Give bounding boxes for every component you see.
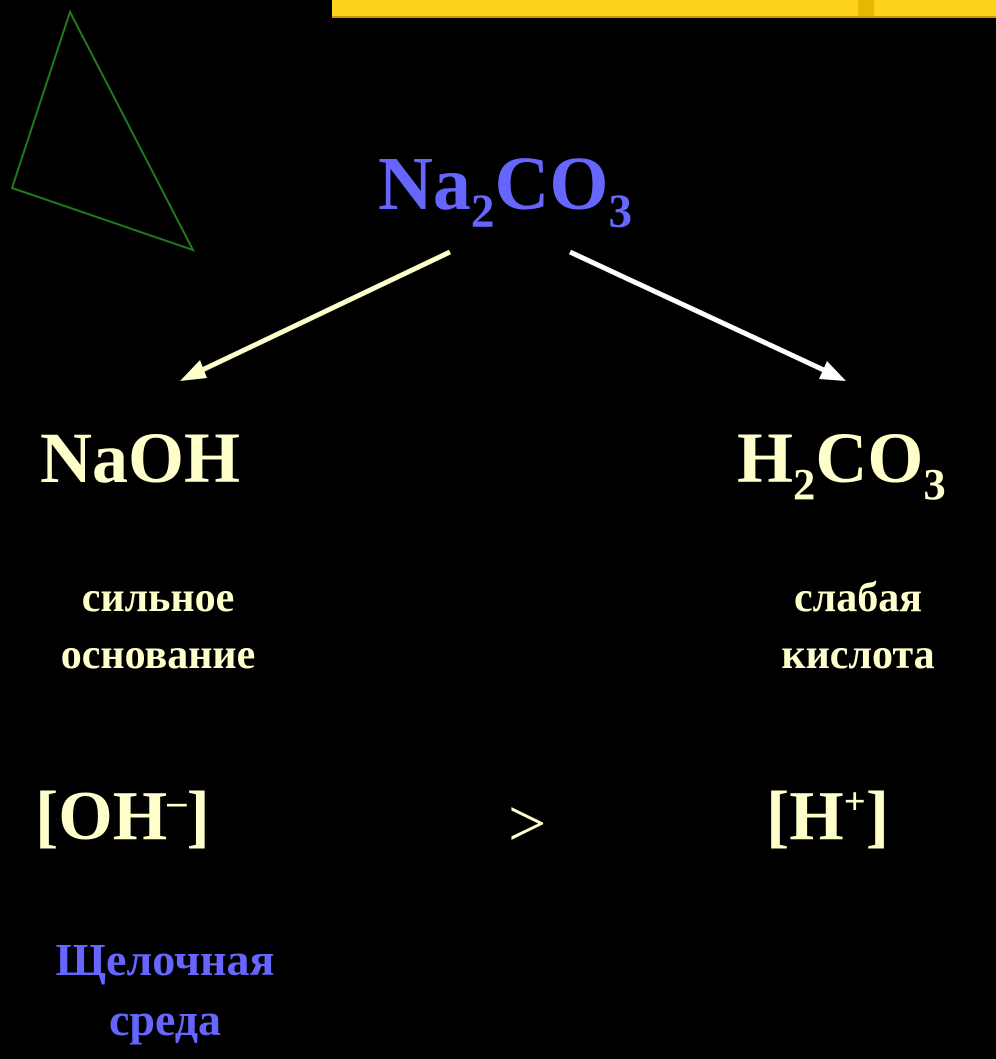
medium-result: Щелочная среда	[55, 934, 275, 1045]
acid-formula: H2CO3	[737, 418, 946, 509]
decorative-triangle	[10, 9, 196, 252]
base-formula: NaOH	[40, 418, 241, 498]
acid-description: слабая кислота	[781, 575, 935, 678]
arrow-to-base	[196, 249, 452, 375]
arrow-to-acid-head	[819, 361, 846, 381]
title-banner	[332, 0, 996, 18]
arrow-to-base-head	[180, 360, 207, 381]
salt-formula: Na2CO3	[378, 142, 633, 238]
comparison-sign: >	[508, 785, 547, 861]
hydroxide-ion-concentration: [OH–]	[35, 778, 210, 855]
hydrogen-ion-concentration: [H+]	[766, 778, 890, 855]
base-description: сильное основание	[60, 575, 256, 678]
banner-mark	[858, 0, 874, 16]
arrow-to-acid	[568, 249, 830, 375]
